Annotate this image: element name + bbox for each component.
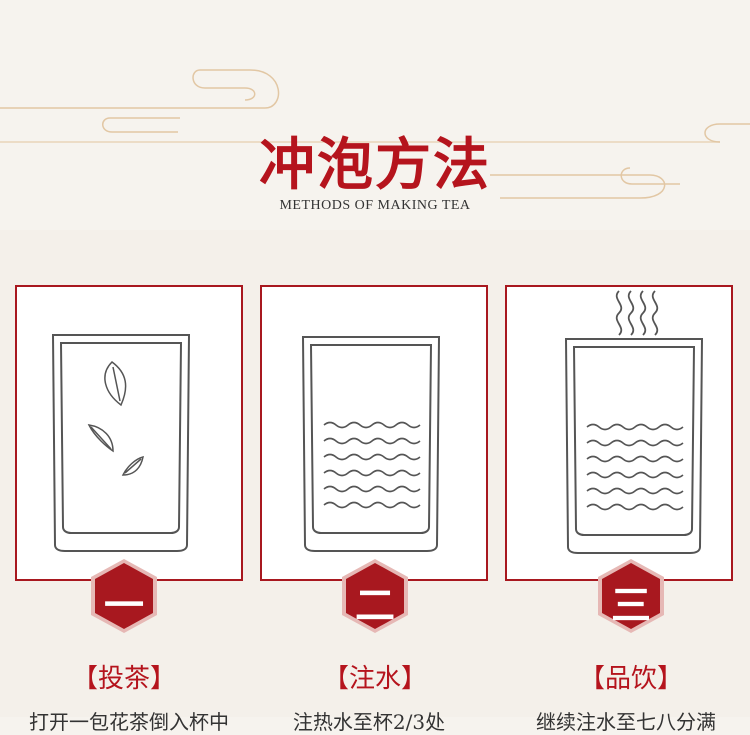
step-number: 三 — [611, 582, 651, 629]
step-card-1 — [15, 285, 243, 581]
step-card-3 — [505, 285, 733, 581]
step-desc-2: 注热水至杯2/3处 — [292, 710, 446, 734]
step-label-1: 【投茶】 — [71, 664, 176, 694]
hexagon-icon — [342, 559, 408, 633]
page-subtitle: METHODS OF MAKING TEA — [279, 198, 471, 213]
glass-with-steam-icon — [564, 290, 704, 554]
step-badge-1: 一 — [90, 558, 158, 634]
step-badge-3: 三 — [597, 558, 665, 634]
hexagon-icon — [598, 559, 664, 633]
step-label-2: 【注水】 — [322, 664, 427, 694]
step-number: 二 — [355, 582, 395, 629]
page-title: 冲泡方法 — [259, 132, 491, 198]
step-desc-1: 打开一包花茶倒入杯中 — [29, 710, 229, 734]
step-label-3: 【品饮】 — [578, 664, 683, 694]
glass-with-water-icon — [301, 336, 441, 552]
step-badge-2: 二 — [341, 558, 409, 634]
hexagon-icon — [91, 559, 157, 633]
step-number: 一 — [104, 582, 144, 629]
step-card-2 — [260, 285, 488, 581]
glass-with-leaves-icon — [51, 334, 191, 552]
step-desc-3: 继续注水至七八分满 — [536, 710, 716, 734]
